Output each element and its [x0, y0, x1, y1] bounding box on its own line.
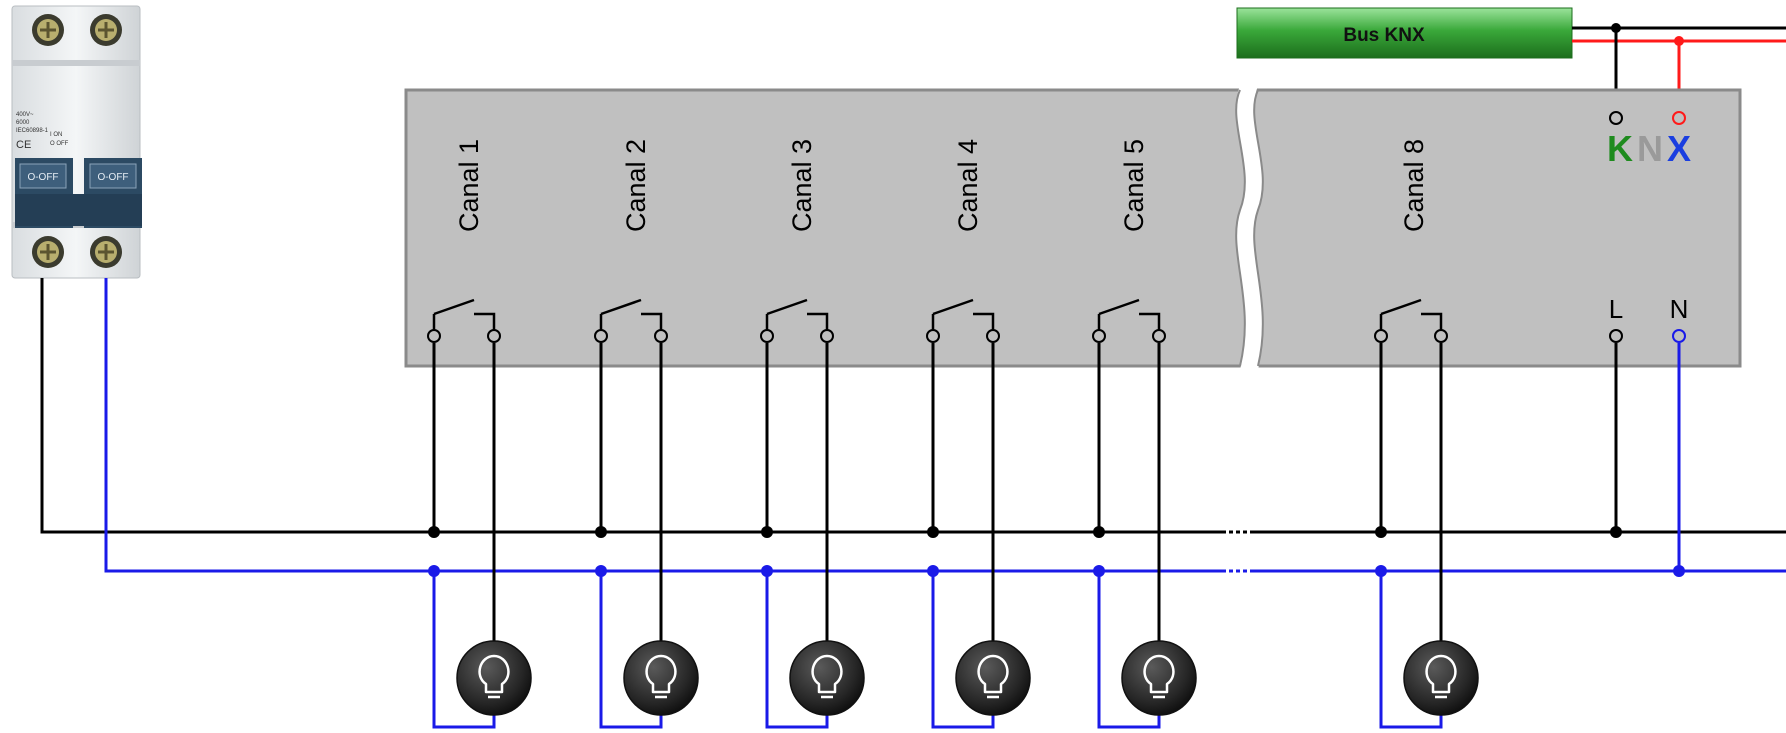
- knx-logo-k: K: [1607, 128, 1633, 169]
- breaker-spec-2: 6000: [16, 120, 30, 126]
- bus-terminals: [1609, 111, 1686, 125]
- phase-junction: [1093, 526, 1105, 538]
- phase-line: [40, 278, 1222, 534]
- lamp-bulb-glyph: [1425, 654, 1457, 694]
- contact-fixed: [1421, 312, 1443, 330]
- neutral-line: [104, 278, 1222, 573]
- terminal-n: [1672, 329, 1686, 343]
- relay-contact-arm: [433, 298, 475, 316]
- contact-terminal-in: [926, 329, 940, 343]
- contact-fixed: [973, 312, 995, 330]
- neutral-junction: [428, 565, 440, 577]
- knx-logo-n: N: [1637, 128, 1663, 169]
- neutral-return-wire: [765, 571, 829, 729]
- relay-contact-arm: [600, 298, 642, 316]
- neutral-junction: [927, 565, 939, 577]
- contact-terminal-in: [427, 329, 441, 343]
- channel-1: Canal 1: [454, 139, 484, 232]
- lamp-icon: [1121, 640, 1197, 716]
- contact-fixed: [1139, 312, 1161, 330]
- contact-terminal-in: [1092, 329, 1106, 343]
- channel-3: Canal 3: [787, 139, 817, 232]
- terminal-l: [1609, 329, 1623, 343]
- contact-terminal-out: [986, 329, 1000, 343]
- contact-terminal-out: [654, 329, 668, 343]
- channel-label: Canal 3: [787, 139, 817, 232]
- main-lines: [40, 278, 1786, 577]
- neutral-return-wire: [1379, 571, 1443, 729]
- circuit-breaker: 400V~ 6000 IEC60898-1 CE I ON O OFF O-OF…: [11, 5, 142, 279]
- neutral-junction: [595, 565, 607, 577]
- neutral-return-wire: [432, 571, 496, 729]
- relay-contact-arm: [932, 298, 974, 316]
- lamp-icon: [955, 640, 1031, 716]
- phase-junction: [428, 526, 440, 538]
- lamp-icon: [1403, 640, 1479, 716]
- contact-terminal-out: [487, 329, 501, 343]
- contact-fixed: [807, 312, 829, 330]
- channel-label: Canal 1: [454, 139, 484, 232]
- screw-terminal-bottom-left: [32, 236, 64, 268]
- channel-8: Canal 8: [1399, 139, 1429, 232]
- phase-junction: [761, 526, 773, 538]
- lamp-icon: [456, 640, 532, 716]
- breaker-status-on: I ON: [50, 132, 62, 138]
- neutral-junction: [1093, 565, 1105, 577]
- terminal-label-n: N: [1670, 294, 1689, 324]
- lamp-bulb-glyph: [645, 654, 677, 694]
- neutral-return-wire: [599, 571, 663, 729]
- channel-label: Canal 5: [1119, 139, 1149, 232]
- lamp-bulb-glyph: [1143, 654, 1175, 694]
- screw-terminal-top-right: [90, 14, 122, 46]
- channel-label: Canal 4: [953, 139, 983, 232]
- breaker-spec-1: 400V~: [16, 112, 34, 118]
- terminal-label-l: L: [1609, 294, 1623, 324]
- lamp-bulb-glyph: [811, 654, 843, 694]
- lamp-bulb-glyph: [977, 654, 1009, 694]
- screw-terminal-top-left: [32, 14, 64, 46]
- channel-2: Canal 2: [621, 139, 651, 232]
- contact-terminal-in: [760, 329, 774, 343]
- knx-actuator-module: [404, 86, 1742, 370]
- contact-fixed: [474, 312, 496, 330]
- contact-fixed: [641, 312, 663, 330]
- lamp-bulb-glyph: [478, 654, 510, 694]
- contact-terminal-in: [594, 329, 608, 343]
- contact-terminal-out: [820, 329, 834, 343]
- breaker-status-off: O OFF: [50, 141, 69, 147]
- phase-junction: [1375, 526, 1387, 538]
- channel-wiring: [427, 298, 1479, 729]
- relay-contact-arm: [1380, 298, 1422, 316]
- channel-label: Canal 2: [621, 139, 651, 232]
- contact-terminal-in: [1374, 329, 1388, 343]
- relay-contact-arm: [766, 298, 808, 316]
- channel-5: Canal 5: [1119, 139, 1149, 232]
- breaker-toggle-right-label: O-OFF: [97, 172, 128, 183]
- knx-logo-x: X: [1667, 128, 1691, 169]
- neutral-junction: [1375, 565, 1387, 577]
- lamp-icon: [623, 640, 699, 716]
- channel-4: Canal 4: [953, 139, 983, 232]
- neutral-junction: [761, 565, 773, 577]
- breaker-spec-3: IEC60898-1: [16, 128, 49, 134]
- screw-terminal-bottom-right: [90, 236, 122, 268]
- phase-junction: [595, 526, 607, 538]
- neutral-return-wire: [931, 571, 995, 729]
- contact-terminal-out: [1152, 329, 1166, 343]
- breaker-toggle-left-label: O-OFF: [27, 172, 58, 183]
- neutral-return-wire: [1097, 571, 1161, 729]
- phase-junction: [927, 526, 939, 538]
- knx-bus-bar: Bus KNX: [1236, 7, 1573, 59]
- contact-terminal-out: [1434, 329, 1448, 343]
- channel-label: Canal 8: [1399, 139, 1429, 232]
- relay-contact-arm: [1098, 298, 1140, 316]
- lamp-icon: [789, 640, 865, 716]
- knx-logo: K N X: [1607, 128, 1691, 169]
- breaker-ce-mark: CE: [16, 139, 31, 151]
- bus-label: Bus KNX: [1343, 25, 1425, 46]
